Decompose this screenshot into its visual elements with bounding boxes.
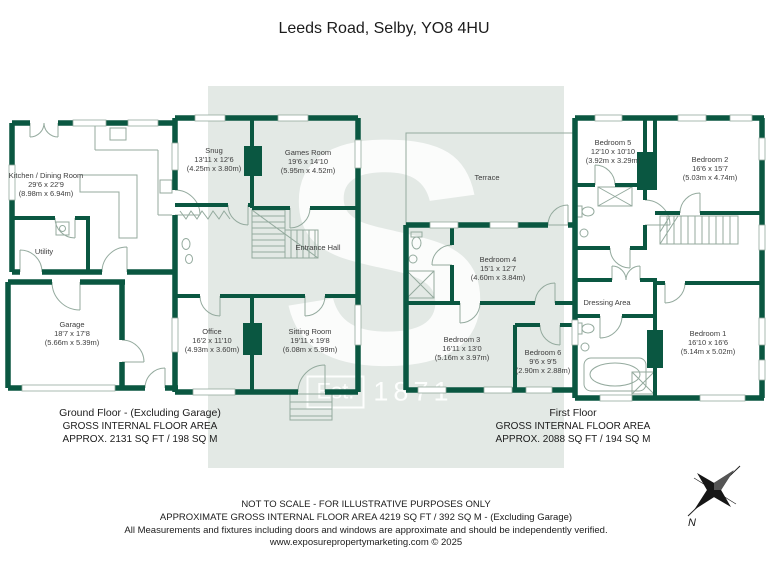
room-label-dressing-area: Dressing Area [583,298,631,307]
fixtures [55,126,739,421]
ground-floor-caption: Ground Floor - (Excluding Garage) GROSS … [59,407,221,445]
compass-north-label: N [688,517,696,529]
compass-icon: N [687,465,741,529]
room-label-entrance-hall: Entrance Hall [295,243,341,252]
page-title: Leeds Road, Selby, YO8 4HU [278,20,490,37]
door-arcs [19,122,701,393]
room-label-utility: Utility [34,247,54,256]
first-floor-walls [403,115,765,401]
disclaimer: NOT TO SCALE - FOR ILLUSTRATIVE PURPOSES… [124,499,608,549]
room-label-terrace: Terrace [474,173,500,182]
windows [8,114,766,402]
watermark-band [208,86,564,468]
ground-floor-walls [5,115,361,395]
first-floor-caption: First Floor GROSS INTERNAL FLOOR AREA AP… [495,407,651,445]
